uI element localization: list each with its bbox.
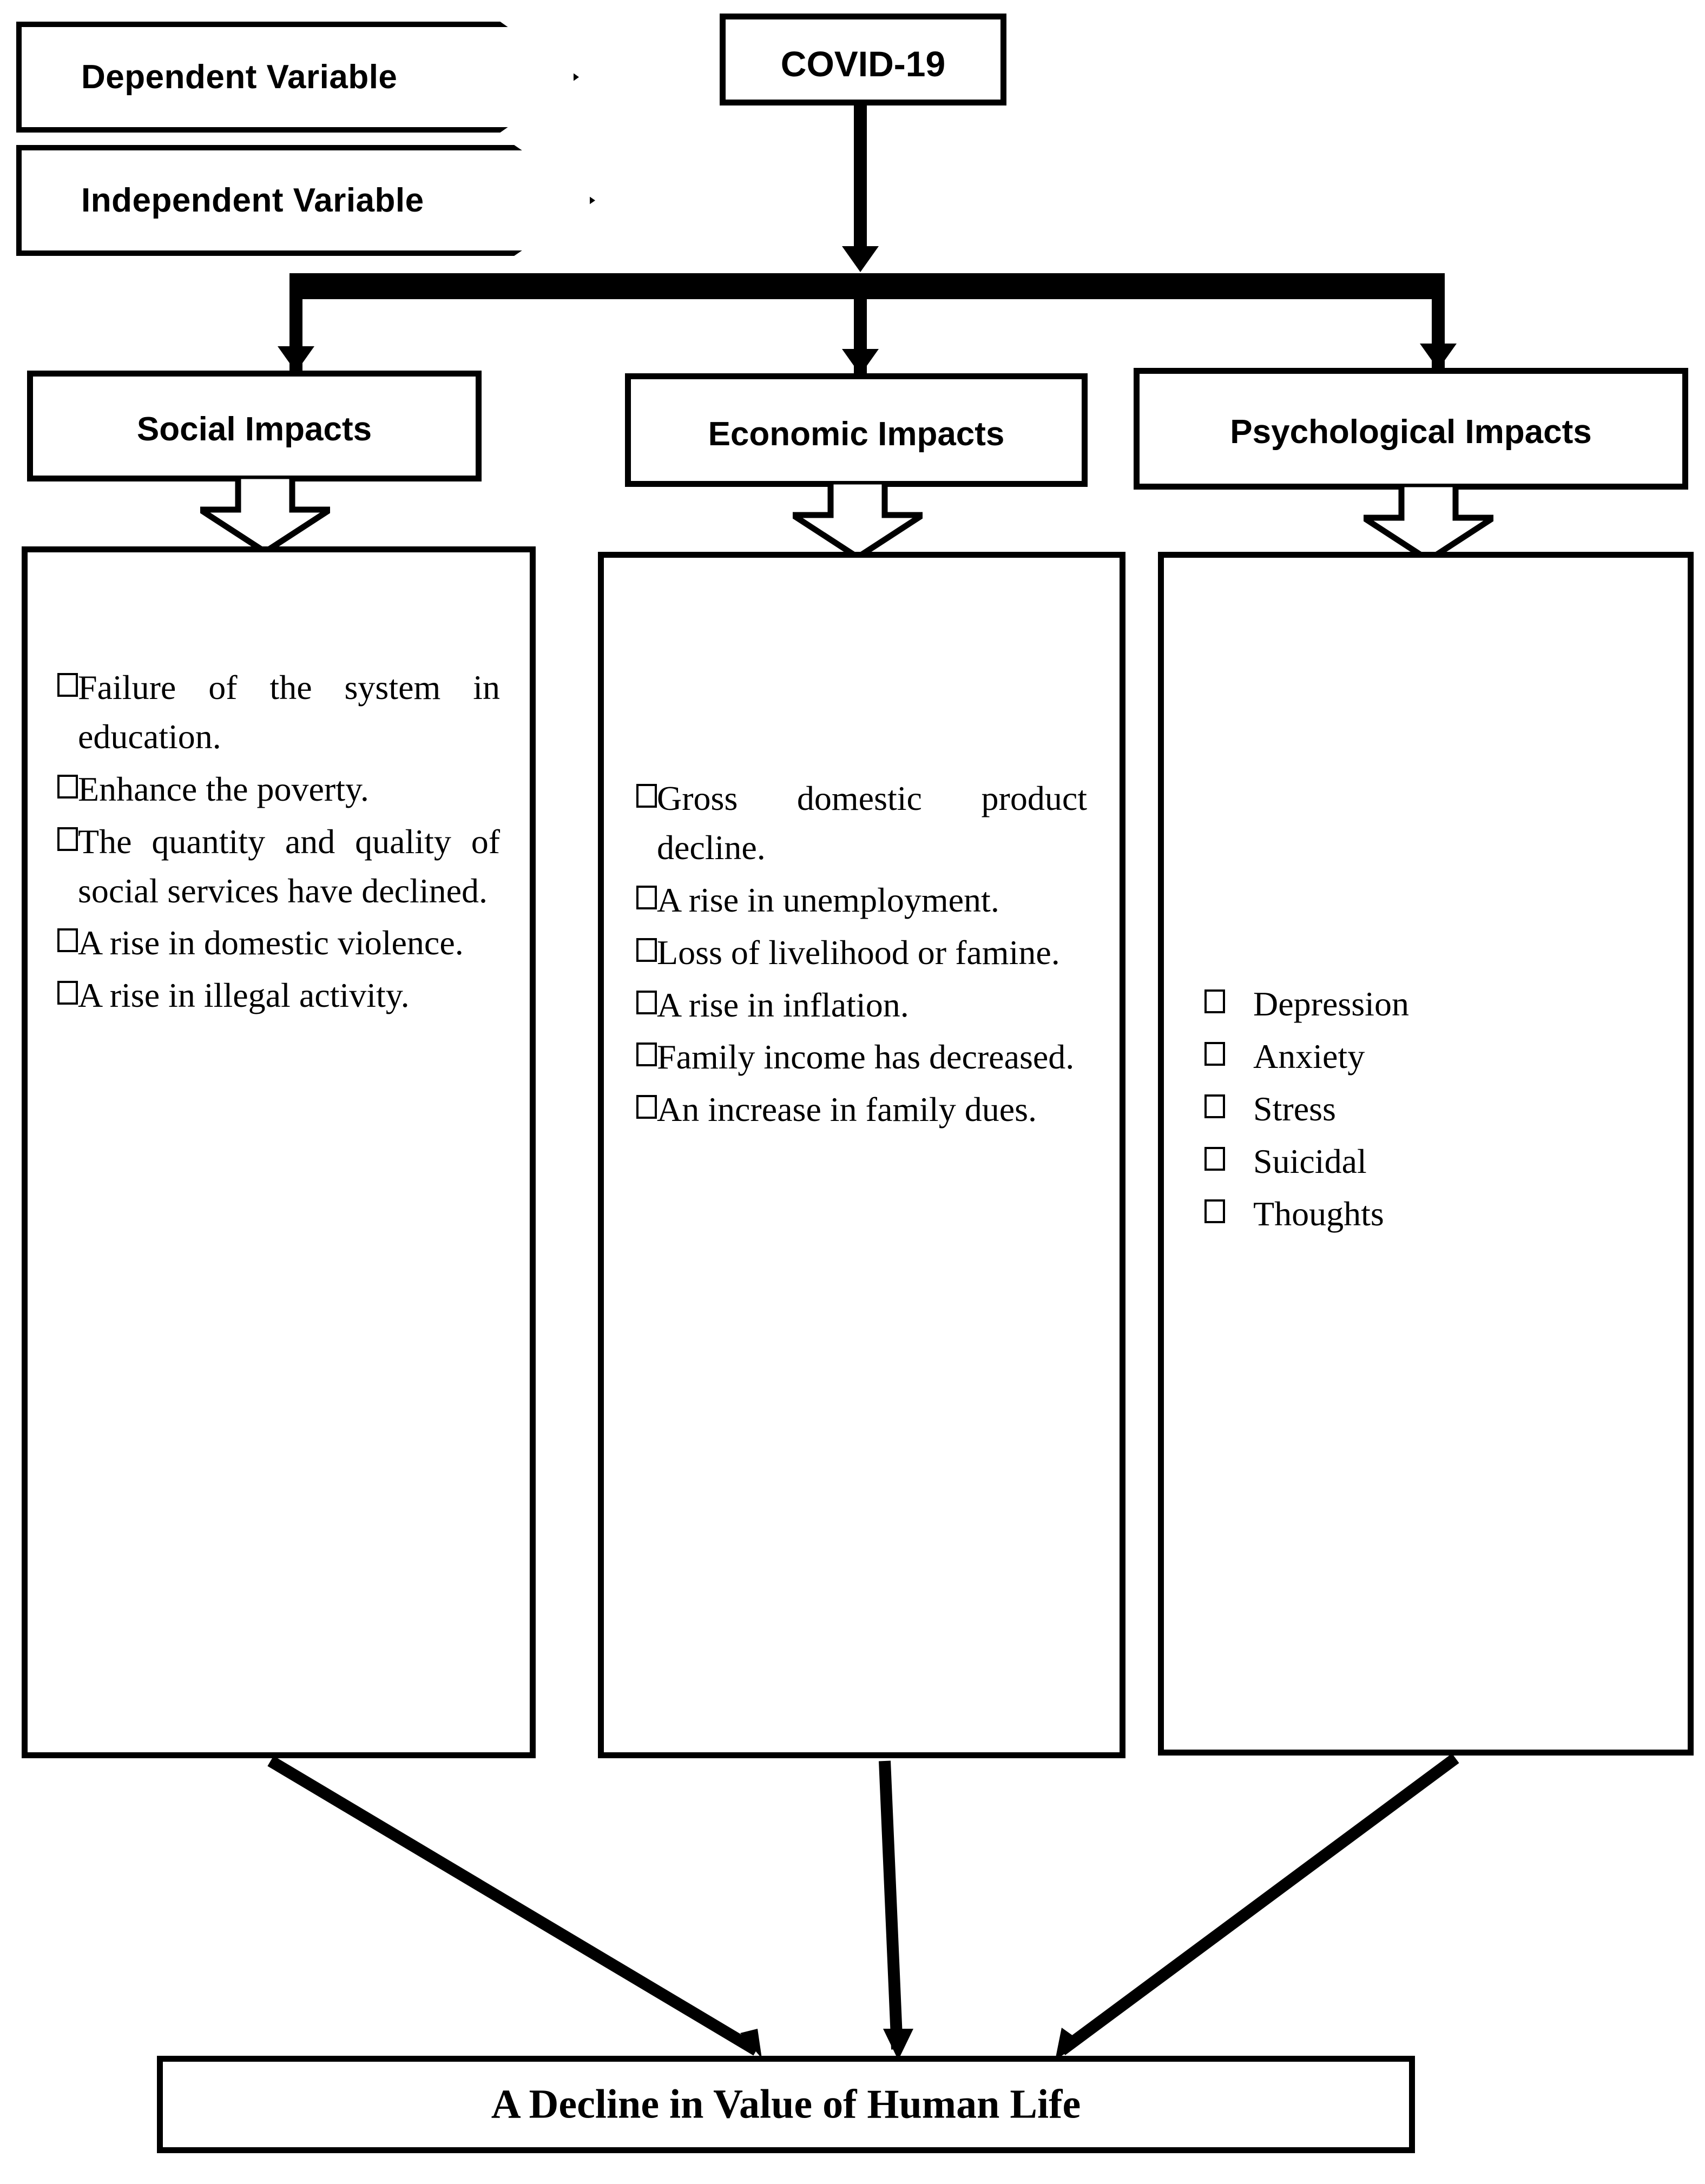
list-item: A rise in illegal activity. [57,971,500,1020]
branch-arrowhead-psychological [1420,344,1457,370]
checkbox-bullet-icon [1204,1199,1225,1223]
checkbox-bullet-icon [57,928,78,953]
convergence-arrows [267,1753,1459,2060]
checkbox-bullet-icon [1204,1094,1225,1118]
category-box-psychological: Psychological Impacts [1134,368,1688,490]
legend-dependent-variable: Dependent Variable [16,22,579,133]
category-label-psychological: Psychological Impacts [1230,413,1592,451]
checkbox-bullet-icon [636,1095,657,1119]
checkbox-bullet-icon [636,1042,657,1067]
list-item: Loss of livelihood or famine. [636,928,1087,978]
list-item-text: Family income has decreased. [657,1038,1075,1077]
list-item: Thoughts [1204,1190,1647,1239]
list-item-text: Depression [1253,985,1409,1023]
list-item: Stress [1204,1085,1647,1134]
list-item: Failure of the system in education. [57,663,500,762]
root-stem-line [854,105,867,257]
list-item-text: An increase in family dues. [657,1090,1037,1129]
root-node-covid19: COVID-19 [720,14,1006,105]
legend-independent-variable-label: Independent Variable [81,182,424,219]
list-item-text: Gross domestic product decline. [657,779,1087,867]
checkbox-bullet-icon [57,981,78,1005]
content-list-psychological: Depression Anxiety Stress Suicidal Thoug… [1164,980,1688,1242]
legend-independent-variable: Independent Variable [16,145,595,256]
list-item: Depression [1204,980,1647,1029]
list-item-text: A rise in domestic violence. [78,923,464,962]
legend-dependent-variable-label: Dependent Variable [81,58,398,96]
content-list-economic: Gross domestic product decline. A rise i… [604,774,1120,1138]
category-label-social: Social Impacts [136,411,372,448]
list-item: Suicidal [1204,1137,1647,1186]
list-item: Gross domestic product decline. [636,774,1087,873]
list-item: Family income has decreased. [636,1033,1087,1082]
list-item-text: Stress [1253,1089,1336,1128]
list-item: A rise in inflation. [636,981,1087,1030]
list-item-text: Failure of the system in education. [78,668,500,756]
list-item: Anxiety [1204,1032,1647,1081]
category-box-economic: Economic Impacts [625,373,1088,487]
list-item: Enhance the poverty. [57,765,500,814]
outcome-box: A Decline in Value of Human Life [157,2056,1415,2153]
checkbox-bullet-icon [636,990,657,1014]
content-list-social: Failure of the system in education. Enha… [28,663,530,1024]
checkbox-bullet-icon [636,938,657,962]
checkbox-bullet-icon [1204,989,1225,1013]
branch-arrowhead-social [278,346,314,372]
content-box-economic: Gross domestic product decline. A rise i… [598,552,1125,1758]
outcome-label: A Decline in Value of Human Life [491,2081,1081,2127]
list-item: The quantity and quality of social servi… [57,817,500,916]
checkbox-bullet-icon [1204,1146,1225,1171]
root-stem-arrowhead [842,246,879,272]
checkbox-bullet-icon [57,774,78,799]
list-item-text: Enhance the poverty. [78,769,369,808]
list-item-text: Loss of livelihood or famine. [657,933,1060,972]
checkbox-bullet-icon [57,827,78,851]
root-node-label: COVID-19 [780,44,946,84]
distribution-bar [289,273,1445,299]
list-item-text: A rise in unemployment. [657,880,999,919]
checkbox-bullet-icon [57,673,78,697]
content-box-social: Failure of the system in education. Enha… [22,546,536,1758]
branch-arrowhead-economic [842,349,879,375]
checkbox-bullet-icon [636,885,657,909]
hollow-arrow-social [200,476,330,552]
list-item-text: A rise in illegal activity. [78,976,410,1015]
list-item-text: Anxiety [1253,1037,1365,1075]
list-item-text: A rise in inflation. [657,985,909,1024]
category-box-social: Social Impacts [27,371,482,481]
hollow-arrow-economic [793,481,923,557]
checkbox-bullet-icon [636,784,657,808]
list-item-text: Suicidal [1253,1142,1367,1180]
checkbox-bullet-icon [1204,1041,1225,1066]
hollow-arrow-psychological [1364,484,1493,560]
category-label-economic: Economic Impacts [708,415,1005,453]
list-item: An increase in family dues. [636,1085,1087,1134]
list-item: A rise in domestic violence. [57,919,500,968]
list-item-text: Thoughts [1253,1194,1384,1233]
content-box-psychological: Depression Anxiety Stress Suicidal Thoug… [1158,552,1694,1756]
list-item-text: The quantity and quality of social servi… [78,822,500,910]
list-item: A rise in unemployment. [636,876,1087,925]
